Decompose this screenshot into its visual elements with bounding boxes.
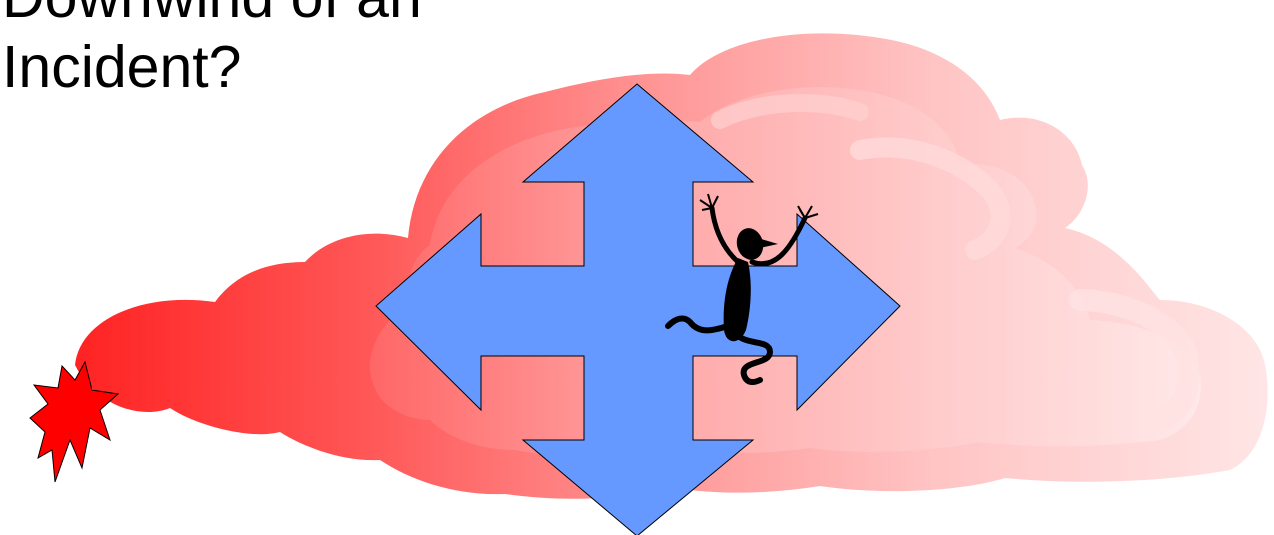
title-line-2: Incident? <box>2 32 422 102</box>
slide-title: Downwind of an Incident? <box>2 0 422 102</box>
title-line-1: Downwind of an <box>2 0 422 32</box>
